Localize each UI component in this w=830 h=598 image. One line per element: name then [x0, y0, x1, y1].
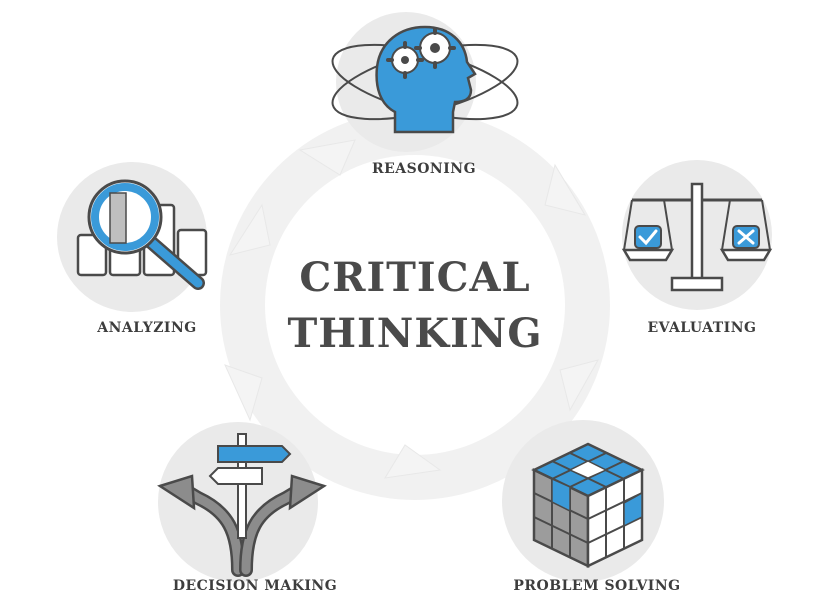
label-problem-solving: PROBLEM SOLVING: [513, 578, 681, 594]
center-title: CRITICAL THINKING: [250, 250, 580, 362]
head-gears-icon: [331, 25, 519, 134]
label-analyzing: ANALYZING: [97, 320, 197, 336]
center-title-line2: THINKING: [287, 310, 543, 357]
signpost-arrows-icon: [157, 433, 327, 577]
ring-arrow-1: [298, 139, 356, 176]
magnifier-chart-icon: [76, 179, 208, 290]
ring-arrow-2: [544, 163, 587, 216]
center-title-line1: CRITICAL: [299, 254, 531, 301]
label-reasoning: REASONING: [371, 161, 477, 177]
ring-arrow-3: [559, 359, 600, 412]
scales-icon: [621, 182, 773, 292]
ring-arrow-6: [228, 203, 271, 256]
ring-arrow-4: [384, 444, 442, 479]
rubiks-cube-icon: [531, 442, 645, 568]
label-evaluating: EVALUATING: [647, 320, 757, 336]
label-decision-making: DECISION MAKING: [172, 578, 338, 594]
ring-arrow-5: [224, 364, 263, 422]
ring-inner: [265, 155, 565, 455]
